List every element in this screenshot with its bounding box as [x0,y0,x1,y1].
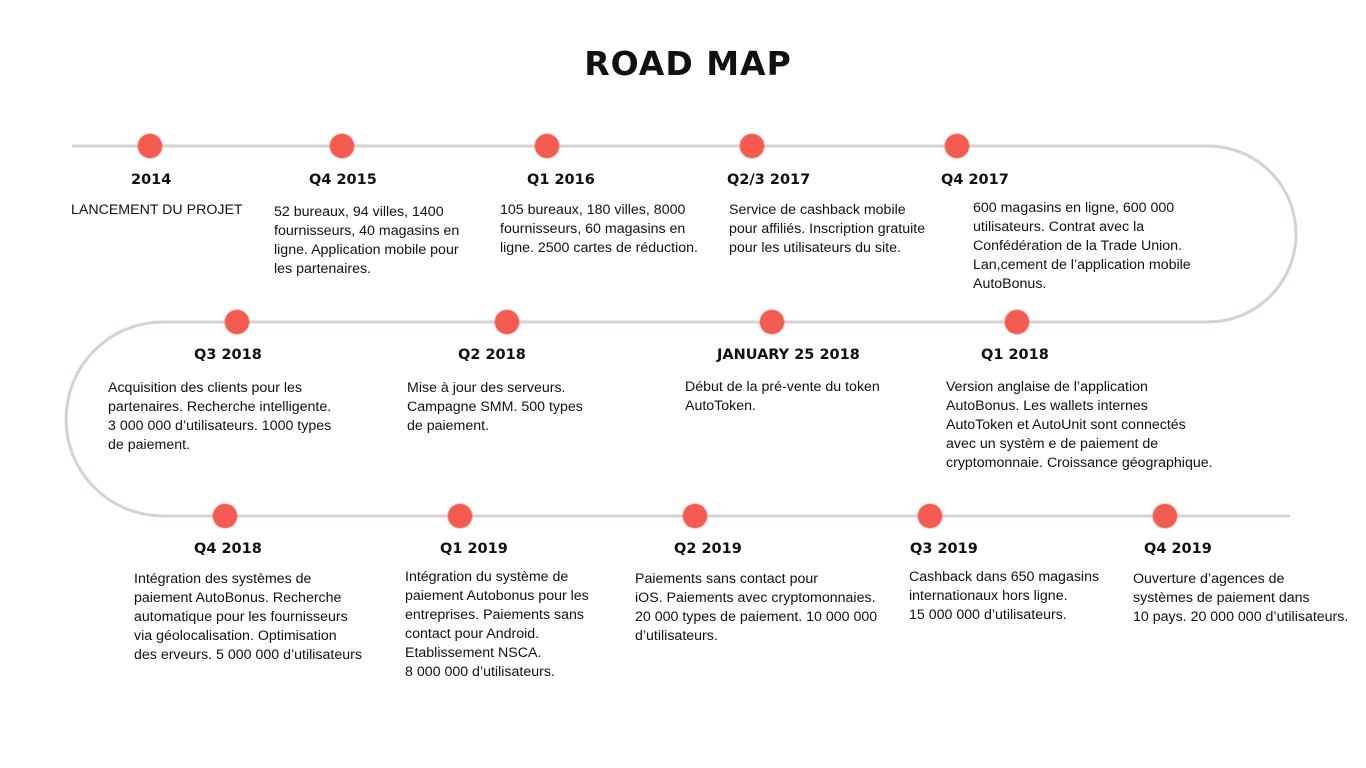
milestone-dot [138,134,162,158]
milestone-label: Q4 2015 [309,172,377,188]
milestone-description: Service de cashback mobile pour affiliés… [729,202,926,256]
milestone-label: Q3 2018 [194,347,262,363]
milestone-dot [225,310,249,334]
milestone-label: Q2 2019 [674,541,742,557]
milestone-dot [495,310,519,334]
milestone-dot [535,134,559,158]
milestone-description: Cashback dans 650 magasins internationau… [909,569,1100,623]
milestone-description: Début de la pré-vente du token AutoToken… [685,379,880,414]
milestone-label: Q1 2018 [981,347,1049,363]
milestone-description: Ouverture d’agences de systèmes de paiem… [1133,571,1349,625]
milestone-dot [760,310,784,334]
milestone-dot [945,134,969,158]
milestone-label: Q1 2019 [440,541,508,557]
milestone-description: 52 bureaux, 94 villes, 1400 fournisseurs… [274,204,460,277]
milestone-label: Q2/3 2017 [727,172,811,188]
milestone-dot [213,504,237,528]
milestone-description: LANCEMENT DU PROJET [71,202,243,218]
milestone-dot [740,134,764,158]
milestone-label: JANUARY 25 2018 [717,347,860,363]
milestone-label: Q2 2018 [458,347,526,363]
milestone-description: 105 bureaux, 180 villes, 8000 fournisseu… [500,202,698,256]
milestone-label: 2014 [131,172,172,188]
milestone-dot [1153,504,1177,528]
milestone-description: Intégration des systèmes de paiement Aut… [134,571,362,663]
milestone-description: Acquisition des clients pour les partena… [108,380,332,453]
page-title: ROAD MAP [584,44,792,83]
milestone-dot [918,504,942,528]
milestone-dot [330,134,354,158]
milestone-label: Q4 2017 [941,172,1009,188]
milestone-description: Paiements sans contact pour iOS. Paiemen… [635,571,878,644]
milestone-label: Q4 2018 [194,541,262,557]
milestone-dot [1005,310,1029,334]
milestone-label: Q4 2019 [1144,541,1212,557]
milestone-label: Q1 2016 [527,172,595,188]
milestone-label: Q3 2019 [910,541,978,557]
milestone-dot [448,504,472,528]
milestone-description: Intégration du système de paiement Autob… [405,569,589,680]
milestone-description: 600 magasins en ligne, 600 000 utilisate… [973,200,1191,292]
milestone-dot [683,504,707,528]
milestone-description: Mise à jour des serveurs. Campagne SMM. … [407,380,583,434]
milestone-description: Version anglaise de l’application AutoBo… [946,379,1213,471]
